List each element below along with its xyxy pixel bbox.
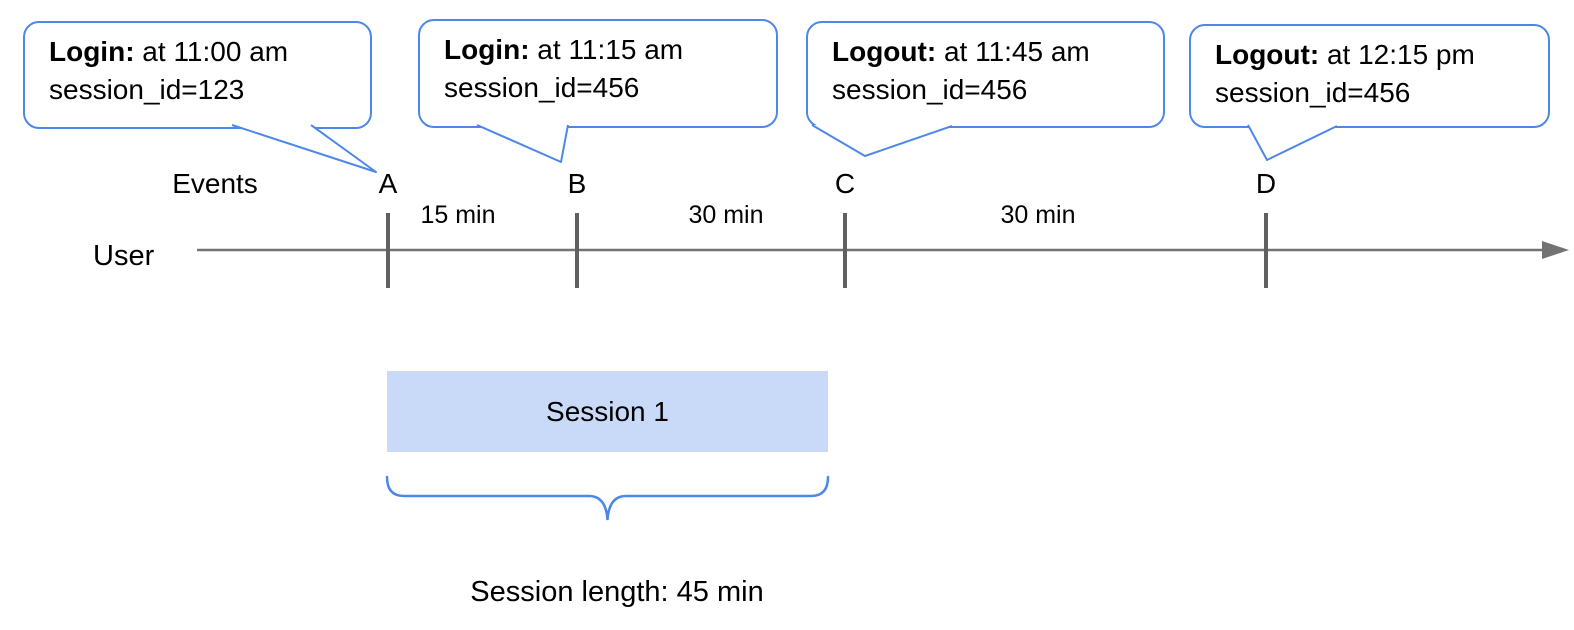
callout-tail-c-icon [811,124,953,157]
event-marker-b: B [567,168,587,199]
user-row-label: User [93,240,155,272]
callout-tail-d-icon [1247,124,1338,161]
callout-line-session-id: session_id=456 [444,72,640,103]
callout-event-b: Login: at 11:15 am session_id=456 [418,19,778,128]
callout-tail-b-icon [476,124,569,163]
interval-label-b-c: 30 min [688,201,764,229]
callout-line-session-id: session_id=456 [1215,77,1411,108]
event-time-label: at 12:15 pm [1319,39,1475,70]
callout-line-session-id: session_id=456 [832,74,1028,105]
events-row-label: Events [172,168,258,199]
event-marker-a: A [378,168,398,199]
session-1-bar: Session 1 [387,371,828,452]
interval-label-c-d: 30 min [1000,201,1076,229]
event-marker-d: D [1255,168,1277,199]
callout-line-event: Logout: at 11:45 am [832,33,1147,71]
callout-line-event: Logout: at 12:15 pm [1215,36,1532,74]
callout-event-a: Login: at 11:00 am session_id=123 [23,21,372,129]
event-type-label: Logout: [832,36,937,67]
session-length-caption: Session length: 45 min [470,576,764,608]
event-type-label: Logout: [1215,39,1320,70]
event-type-label: Login: [444,34,530,65]
callout-event-c: Logout: at 11:45 am session_id=456 [806,21,1165,128]
session-1-label: Session 1 [546,395,669,427]
session-length-brace-icon [385,475,830,521]
callout-event-d: Logout: at 12:15 pm session_id=456 [1189,24,1550,128]
event-type-label: Login: [49,36,135,67]
event-time-label: at 11:45 am [936,36,1090,67]
callout-tail-a-icon [231,124,377,173]
callout-line-session-id: session_id=123 [49,74,245,105]
callout-line-event: Login: at 11:00 am [49,33,354,71]
interval-label-a-b: 15 min [420,201,496,229]
event-time-label: at 11:00 am [134,36,289,67]
event-marker-c: C [834,168,856,199]
callout-line-event: Login: at 11:15 am [444,31,760,69]
timeline-arrowhead-icon [1542,241,1569,259]
event-time-label: at 11:15 am [529,34,684,65]
